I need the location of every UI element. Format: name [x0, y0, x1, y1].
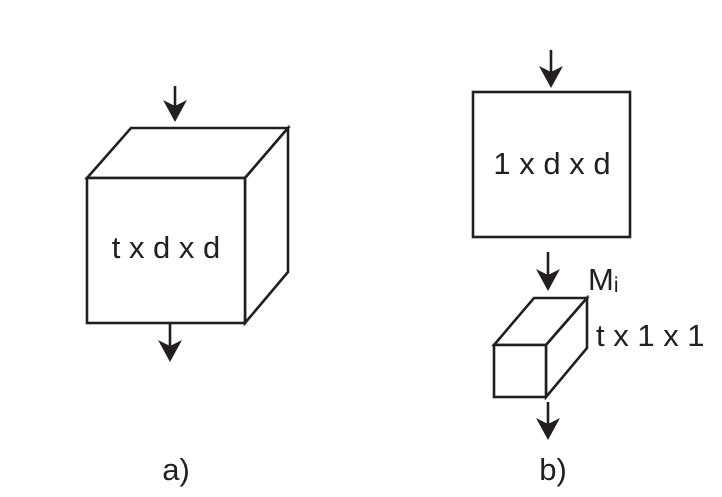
- panel-a-caption: a): [162, 452, 190, 487]
- mask-name: M: [588, 262, 614, 297]
- square-face: [471, 90, 632, 239]
- panel-a: t x d x d a): [84, 86, 291, 487]
- cube-input-arrow: [163, 86, 187, 122]
- mask-label: Mi: [588, 262, 619, 297]
- cube-front-face: [85, 176, 247, 325]
- cube-output-arrow: [158, 323, 182, 362]
- cube-dimension-label: t x d x d: [112, 230, 221, 265]
- small-box-output-arrow: [536, 402, 560, 440]
- panel-b-caption: b): [539, 452, 567, 487]
- square-output-arrow: [536, 252, 560, 291]
- small-box-front-face: [492, 343, 548, 399]
- square-input-arrow: [539, 50, 563, 88]
- small-box-dimension-label: t x 1 x 1: [596, 318, 705, 353]
- panel-b: 1 x d x d Mi t x 1 x 1 b): [471, 50, 705, 487]
- square-dimension-label: 1 x d x d: [493, 146, 610, 181]
- small-box: [491, 294, 590, 401]
- cube: t x d x d: [84, 124, 291, 327]
- mask-subscript: i: [614, 274, 619, 297]
- square: 1 x d x d: [471, 90, 632, 239]
